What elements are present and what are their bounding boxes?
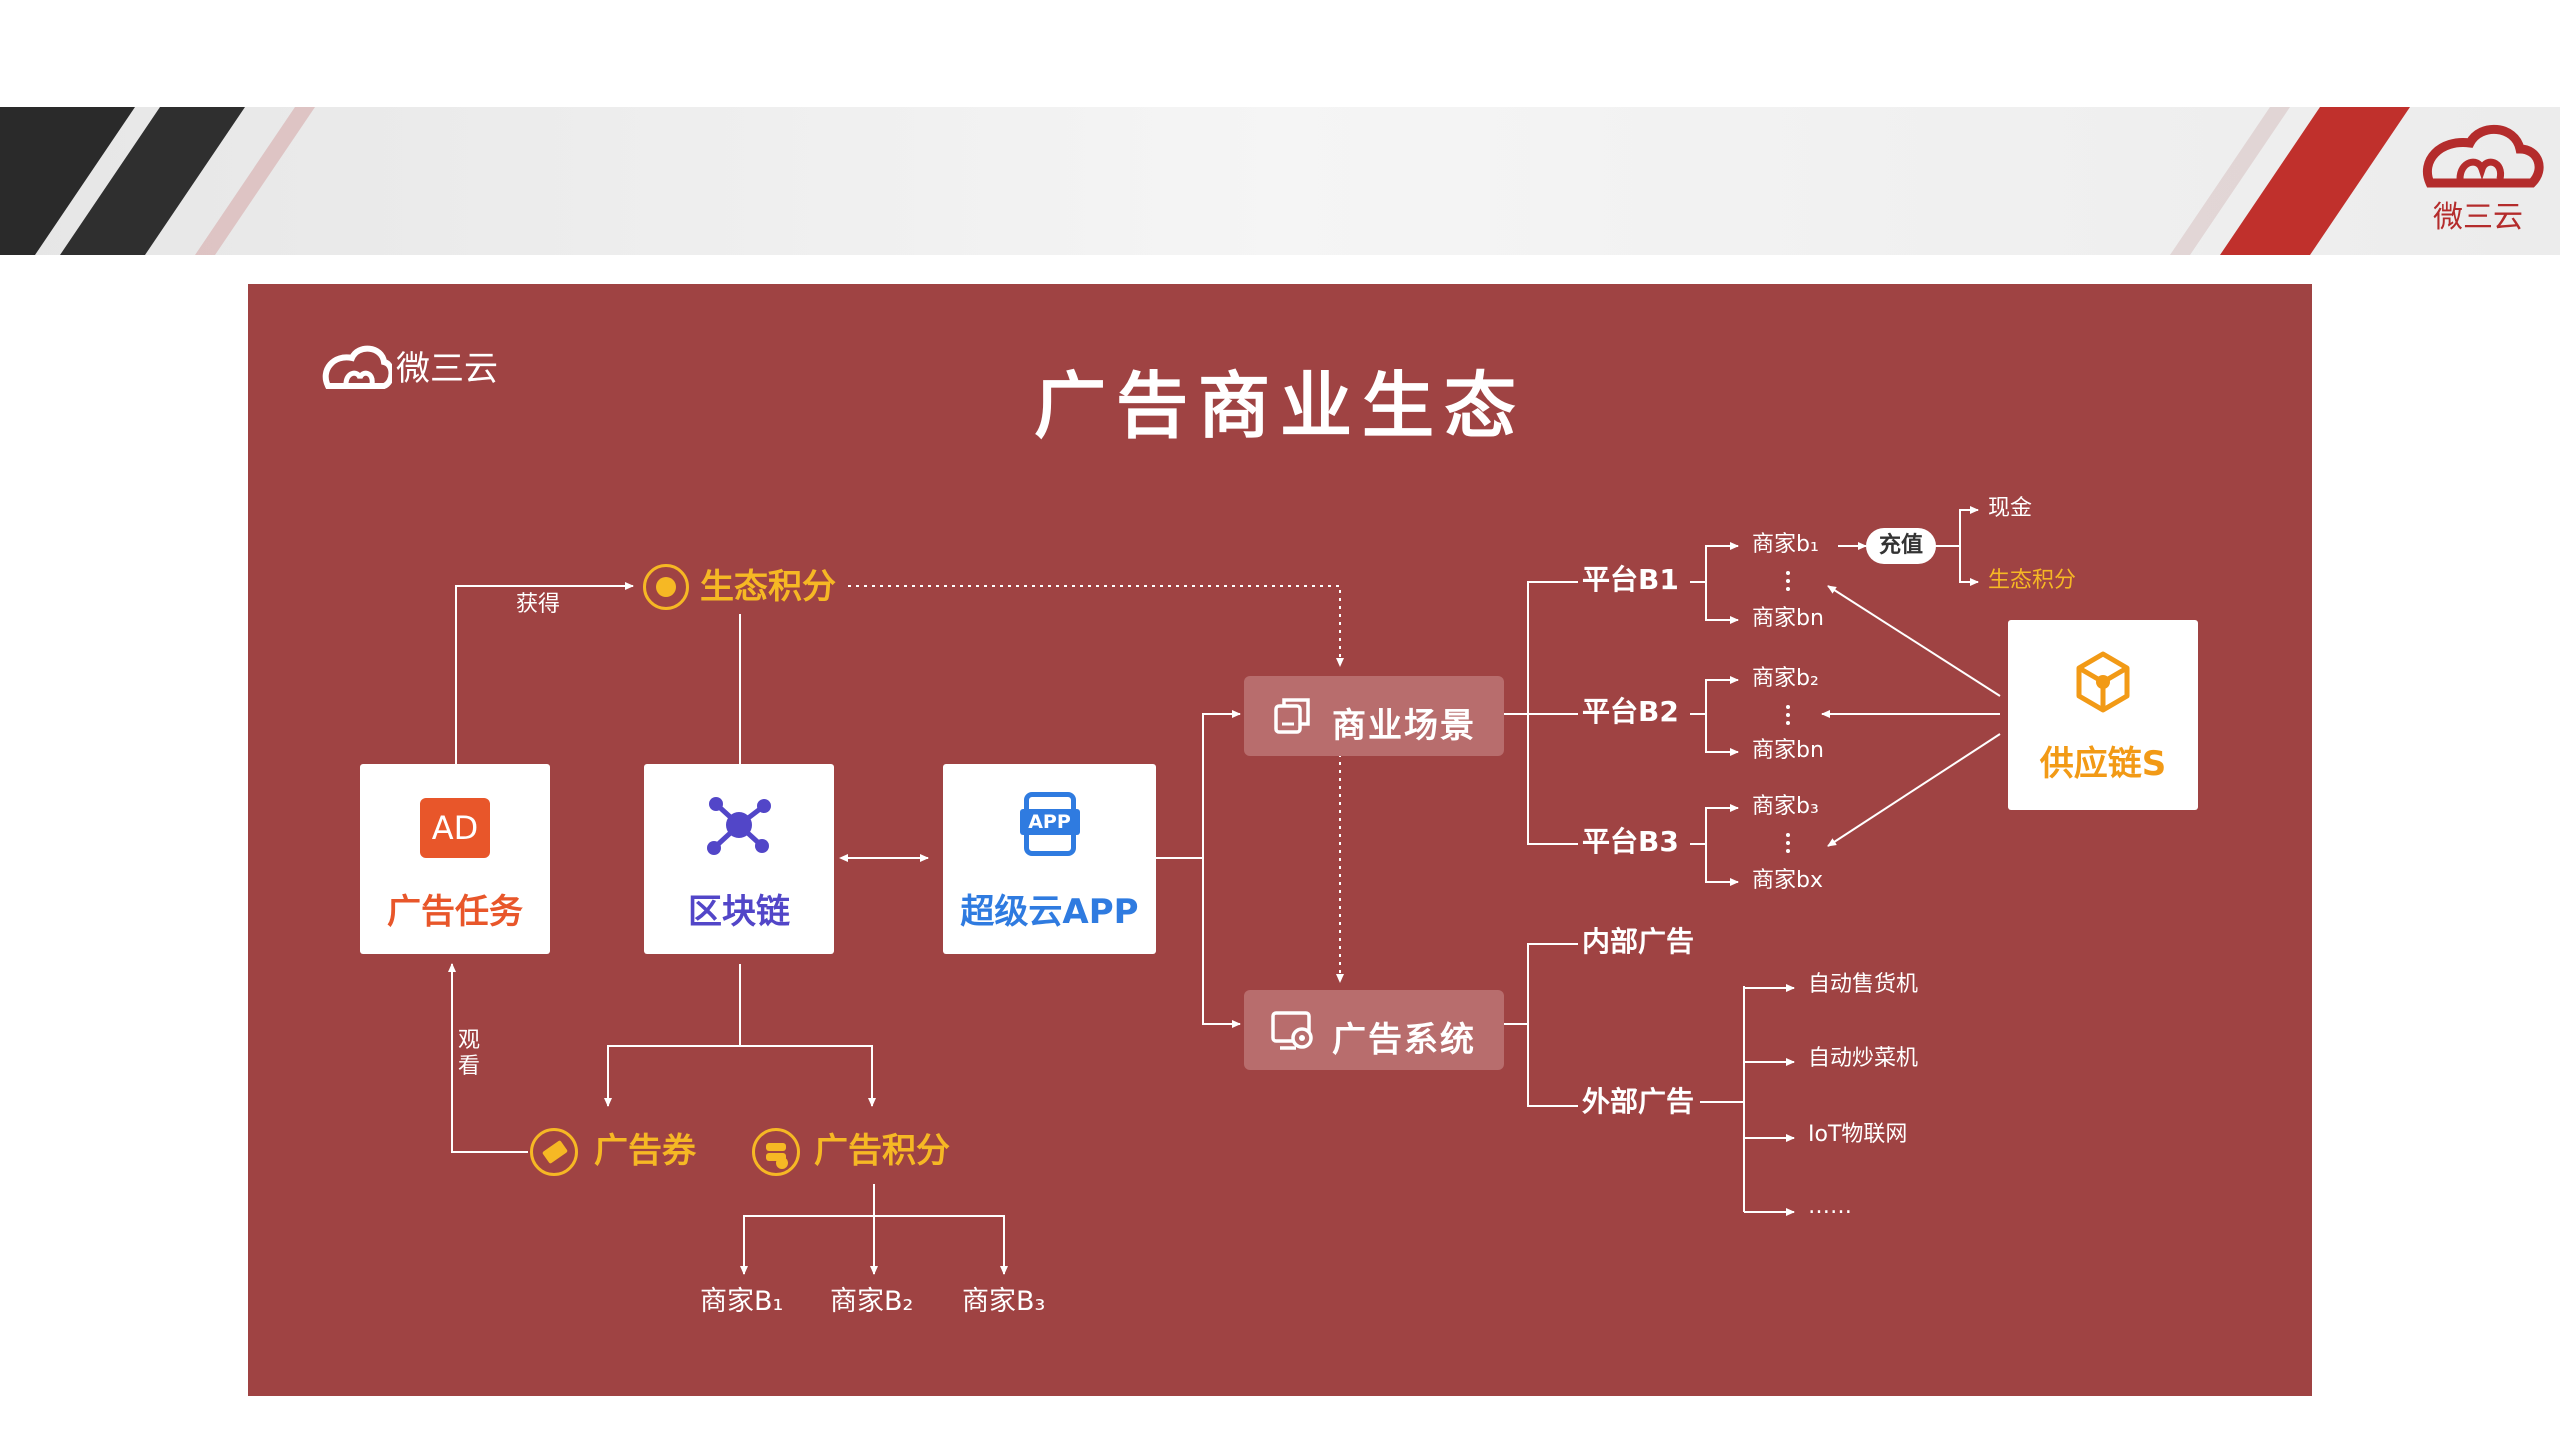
recharge-label: 充值 <box>1878 533 1923 558</box>
ad-coupon-icon <box>530 1128 578 1176</box>
internal-ads-label: 内部广告 <box>1582 925 1695 958</box>
super-app-box[interactable]: APP 超级云APP <box>943 764 1156 954</box>
merchant-b3-label: 商家B₃ <box>962 1286 1046 1317</box>
ad-task-box[interactable]: AD 广告任务 <box>360 764 550 954</box>
merchant-b1-label: 商家B₁ <box>700 1286 784 1317</box>
supply-chain-label: 供应链S <box>2039 744 2167 784</box>
eco-points-right-label: 生态积分 <box>1988 568 2077 593</box>
eco-points-label: 生态积分 <box>700 567 836 607</box>
supply-chain-cube-icon <box>2076 651 2130 713</box>
platform-b3-merchant-top: 商家b₃ <box>1752 794 1819 819</box>
brand-logo-text: 微三云 <box>2433 200 2523 235</box>
external-item-more: …… <box>1808 1194 1852 1219</box>
cash-label: 现金 <box>1988 496 2033 521</box>
platform-b1-label: 平台B1 <box>1582 563 1679 596</box>
app-icon-text: APP <box>1019 809 1080 835</box>
header-banner: 微三云 <box>0 107 2560 255</box>
blockchain-network-icon <box>707 797 771 855</box>
ad-points-label: 广告积分 <box>814 1131 950 1171</box>
supply-chain-box[interactable]: 供应链S <box>2008 620 2198 810</box>
obtain-label: 获得 <box>516 592 561 617</box>
connector-lines <box>448 506 2001 1275</box>
watch-label: 观看 <box>458 1028 481 1079</box>
panel-brand-logo: 微三云 <box>322 342 522 394</box>
merchant-b2-label: 商家B₂ <box>830 1286 914 1317</box>
business-scene-node[interactable]: 商业场景 <box>1244 676 1504 756</box>
external-item-vending: 自动售货机 <box>1808 972 1919 997</box>
platform-b2-merchant-bottom: 商家bn <box>1752 738 1824 763</box>
brand-logo-icon <box>2422 125 2544 188</box>
page-title: 广告商业生态 <box>1033 364 1526 448</box>
external-ads-label: 外部广告 <box>1582 1085 1695 1118</box>
ad-points-coins-icon <box>752 1128 800 1176</box>
platform-b1-merchant-bottom: 商家bn <box>1752 606 1824 631</box>
scene-window-icon <box>1274 698 1310 734</box>
super-app-label: 超级云APP <box>960 892 1139 932</box>
ad-task-label: 广告任务 <box>387 892 523 932</box>
business-scene-label: 商业场景 <box>1332 706 1476 746</box>
ad-system-gear-icon <box>1271 1011 1313 1050</box>
blockchain-box[interactable]: 区块链 <box>644 764 834 954</box>
platform-b2-label: 平台B2 <box>1582 695 1679 728</box>
recharge-badge: 充值 <box>1866 528 1936 564</box>
eco-points-coin-icon <box>643 564 689 610</box>
ad-coupon-label: 广告券 <box>594 1131 696 1171</box>
platform-b1-merchant-top: 商家b₁ <box>1752 532 1819 557</box>
cloud-logo-icon <box>322 345 392 389</box>
blockchain-label: 区块链 <box>688 892 790 932</box>
external-item-iot: IoT物联网 <box>1808 1122 1908 1147</box>
ad-icon: AD <box>360 798 550 858</box>
ad-system-node[interactable]: 广告系统 <box>1244 990 1504 1070</box>
ad-icon-text: AD <box>431 809 479 847</box>
panel-brand-name: 微三云 <box>396 349 498 389</box>
ecosystem-panel: 微三云 广告商业生态 生态积分 获得 AD 广告任务 区块链 <box>248 284 2312 1396</box>
app-phone-icon: APP <box>943 792 1156 860</box>
ad-system-label: 广告系统 <box>1332 1020 1476 1060</box>
external-item-cooking: 自动炒菜机 <box>1808 1046 1919 1071</box>
platform-b3-merchant-bottom: 商家bx <box>1752 868 1823 893</box>
platform-b3-label: 平台B3 <box>1582 825 1679 858</box>
platform-b2-merchant-top: 商家b₂ <box>1752 666 1819 691</box>
